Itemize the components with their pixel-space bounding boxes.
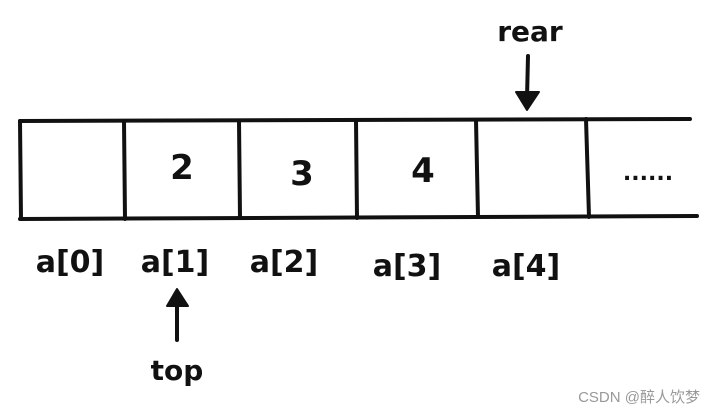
cell-values: 2 3 4 ...... — [170, 148, 673, 194]
watermark-text: CSDN @醉人饮梦 — [578, 389, 700, 406]
rear-arrow-head — [515, 91, 540, 111]
rear-label: rear — [497, 15, 563, 48]
index-labels: a[0] a[1] a[2] a[3] a[4] — [36, 245, 561, 284]
index-label: a[0] — [36, 245, 105, 280]
top-label: top — [151, 354, 204, 387]
index-label: a[3] — [373, 249, 442, 284]
index-label: a[1] — [141, 245, 210, 280]
top-pointer: top — [151, 288, 204, 387]
rear-pointer: rear — [497, 15, 563, 111]
index-label: a[4] — [492, 249, 561, 284]
cell-divider — [237, 119, 242, 220]
cell-divider — [122, 119, 127, 221]
ellipsis-value: ...... — [623, 161, 673, 186]
cell-divider — [18, 119, 23, 221]
index-label: a[2] — [250, 245, 319, 280]
array-outline — [18, 117, 699, 221]
cell-divider — [354, 118, 359, 220]
cell-divider — [474, 118, 480, 219]
cell-value: 3 — [290, 154, 314, 194]
cell-divider — [584, 117, 591, 219]
cell-value: 4 — [411, 151, 435, 191]
cell-value: 2 — [170, 148, 194, 188]
